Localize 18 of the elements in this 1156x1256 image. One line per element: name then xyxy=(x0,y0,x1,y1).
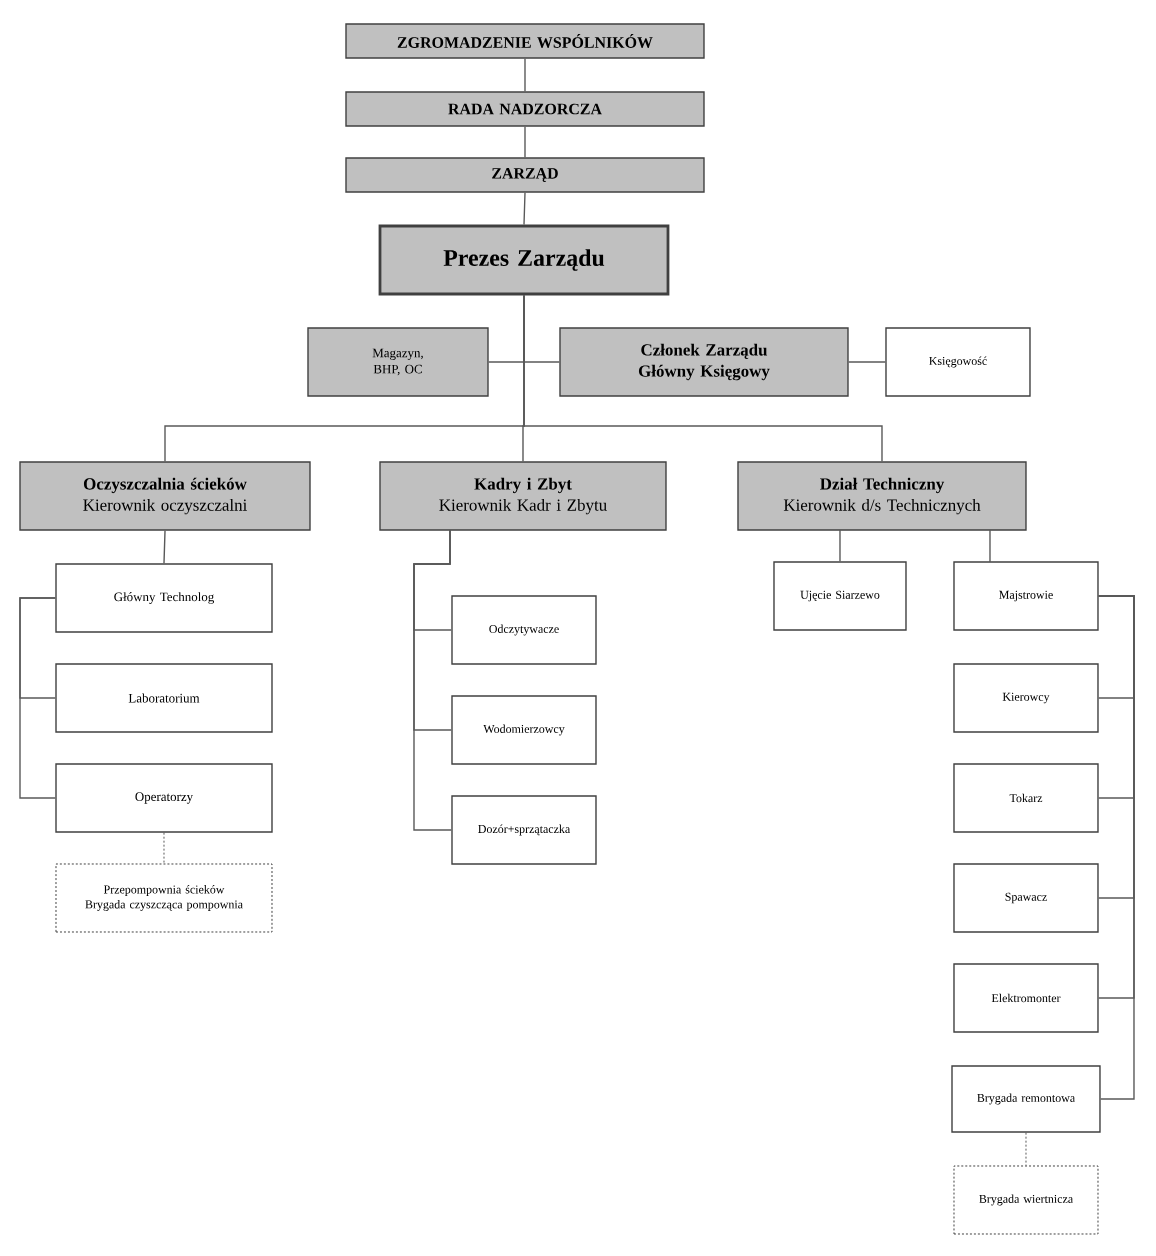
connector-line xyxy=(163,530,166,564)
connector-line xyxy=(413,529,452,831)
connector-line xyxy=(523,294,883,462)
connector-line xyxy=(848,361,886,363)
connector-line xyxy=(524,126,526,158)
department-box: Kadry i Zbyt Kierownik Kadr i Zbytu xyxy=(379,461,667,531)
connector-line xyxy=(163,832,165,864)
department-box: Dział Techniczny Kierownik d/s Technicznych xyxy=(737,461,1027,531)
connector-line xyxy=(1025,1132,1027,1166)
department-box: Oczyszczalnia ścieków Kierownik oczyszczalni xyxy=(19,461,311,531)
connector-line xyxy=(523,192,526,226)
connector-line xyxy=(1098,595,1135,1100)
connector-line xyxy=(839,529,841,562)
president-box: Prezes Zarządu xyxy=(378,224,670,296)
connector-line xyxy=(989,529,991,563)
position-box: Członek Zarządu Główny Księgowy xyxy=(559,327,849,397)
connector-line xyxy=(19,597,56,799)
connector-line xyxy=(524,58,526,92)
